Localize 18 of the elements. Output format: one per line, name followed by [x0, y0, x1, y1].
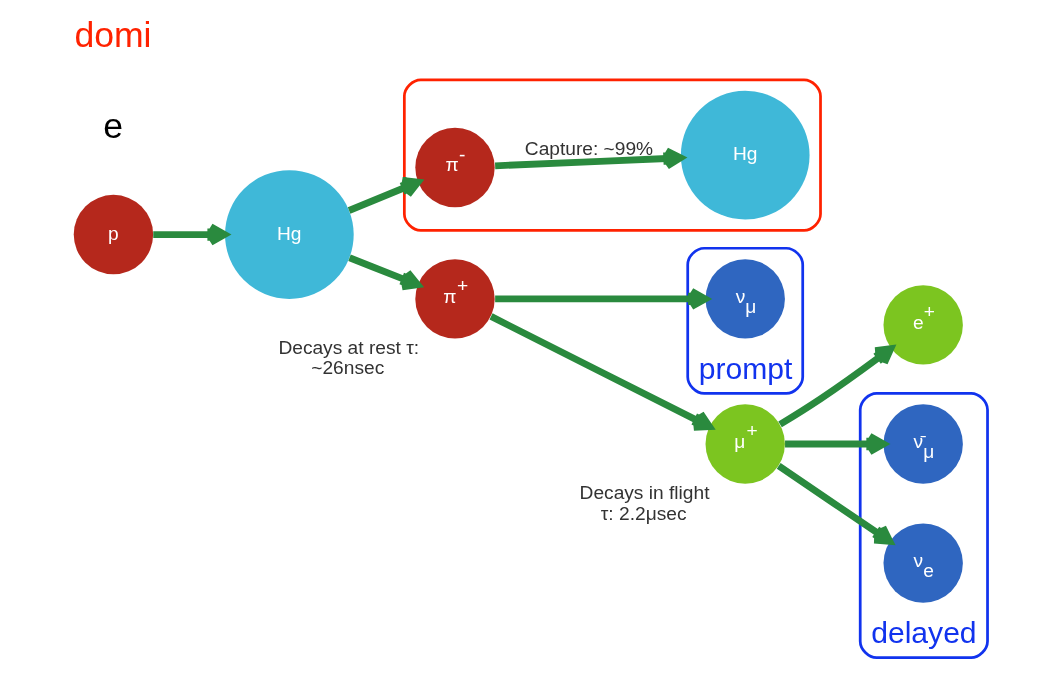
node-circle: Hg [225, 170, 354, 299]
arrow [495, 147, 685, 170]
arrow [489, 313, 714, 431]
node-label: Decays in flight τ: 2.2μsec [579, 482, 710, 524]
arrow [153, 223, 229, 246]
cluster [403, 78, 822, 232]
arrow [347, 176, 422, 214]
label: e [103, 105, 123, 146]
edge-label: Capture: ~99% [524, 138, 654, 160]
arrow [785, 432, 888, 456]
node-circle: p [73, 194, 154, 275]
node-circle: Hg [680, 90, 810, 220]
arrow [495, 287, 709, 311]
arrow [776, 463, 894, 545]
arrow [348, 254, 422, 291]
node-label: Decays at rest τ: ~26nsec [278, 336, 420, 379]
arrow [778, 345, 895, 428]
label: domi [74, 15, 152, 56]
